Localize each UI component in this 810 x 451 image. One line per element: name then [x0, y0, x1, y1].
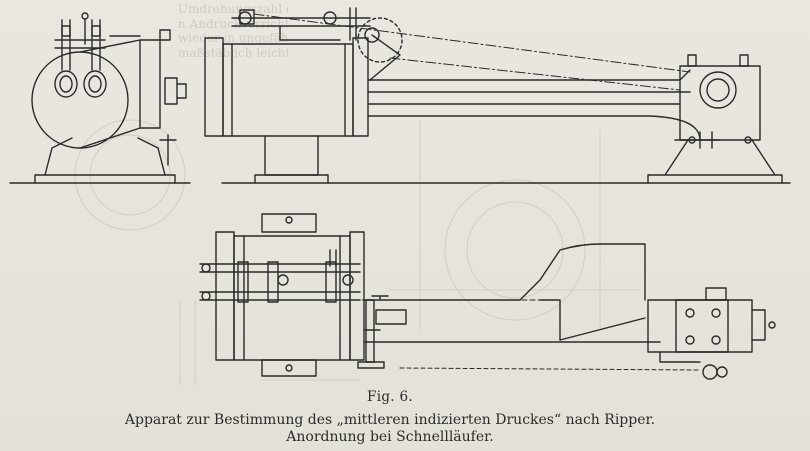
ghost-background-drawing: [74, 119, 641, 385]
figure-label: Fig. 6.: [367, 389, 413, 405]
side-elevation-view: [204, 7, 791, 184]
end-elevation-view: [9, 12, 191, 184]
technical-drawing: [9, 7, 791, 385]
caption-line-1: Apparat zur Bestimmung des „mittleren in…: [124, 412, 656, 428]
figure-caption: Fig. 6. Apparat zur Bestimmung des „mitt…: [0, 388, 810, 446]
bleed-through-text: Umdrehungszahl des Schau- n Andruckvorri…: [178, 2, 288, 60]
plan-view: [199, 213, 776, 380]
caption-line-2: Anordnung bei Schnellläufer.: [286, 429, 494, 445]
